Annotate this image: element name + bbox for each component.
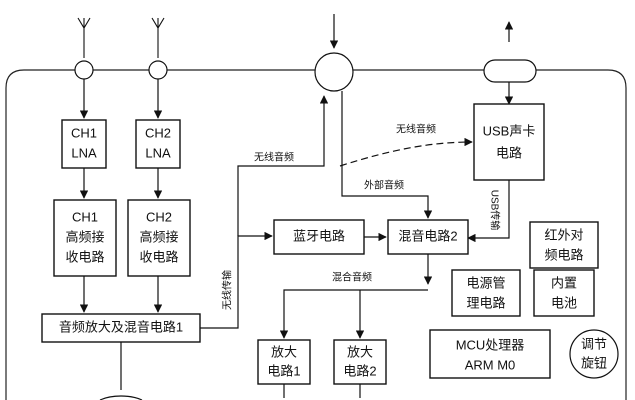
amp1-block: 放大 电路1: [257, 339, 311, 385]
knob-line1: 调节: [581, 336, 607, 351]
battery-block: 内置 电池: [533, 269, 595, 317]
ch2-lna-block: CH2 LNA: [135, 119, 181, 169]
amp2-line2: 电路2: [343, 363, 376, 378]
power-management-block: 电源管 理电路: [451, 269, 521, 317]
bluetooth-block: 蓝牙电路: [273, 219, 365, 255]
power-mgmt-line2: 理电路: [466, 295, 505, 310]
battery-line1: 内置: [551, 275, 577, 290]
battery-line2: 电池: [551, 295, 577, 310]
ch1-rx-line1: CH1: [72, 209, 98, 224]
knob-line2: 旋钮: [581, 355, 607, 370]
mixer2-block: 混音电路2: [387, 219, 469, 255]
antenna-ch2-icon: [148, 17, 168, 80]
ch2-lna-line2: LNA: [145, 145, 171, 160]
wireless-audio-label-1: 无线音频: [254, 151, 294, 164]
ch1-rf-receiver-block: CH1 高频接 收电路: [53, 199, 117, 277]
usb-transfer-label: USB传输: [488, 190, 501, 231]
ch1-lna-line2: LNA: [71, 145, 97, 160]
ch1-lna-line1: CH1: [71, 125, 97, 140]
adjust-knob-block: 调节 旋钮: [569, 329, 619, 379]
bluetooth-label: 蓝牙电路: [293, 228, 345, 243]
mcu-line1: MCU处理器: [456, 337, 525, 352]
mcu-line2: ARM M0: [465, 357, 516, 372]
amp2-line1: 放大: [347, 344, 373, 359]
ch2-rx-line1: CH2: [146, 209, 172, 224]
external-audio-label: 外部音频: [364, 179, 404, 192]
usb-sound-line2: 电路: [496, 145, 522, 160]
ch1-rx-line3: 收电路: [65, 249, 104, 264]
audio-amp-mixer1-block: 音频放大及混音电路1: [41, 313, 201, 343]
ir-pairing-block: 红外对 频电路: [529, 221, 599, 269]
ir-pairing-line1: 红外对: [544, 227, 583, 242]
ir-pairing-line2: 频电路: [544, 247, 583, 262]
amp2-block: 放大 电路2: [333, 339, 387, 385]
mixed-audio-label: 混合音频: [332, 271, 372, 284]
wireless-transfer-label: 无线传输: [221, 270, 234, 310]
usb-connector-icon: [483, 21, 537, 105]
usb-sound-line1: USB声卡: [483, 123, 536, 138]
audio-amp-mixer1-label: 音频放大及混音电路1: [59, 319, 183, 334]
antenna-ch1-icon: [74, 17, 94, 80]
ch2-rx-line2: 高频接: [139, 229, 178, 244]
output-jack-icon: [99, 395, 143, 400]
ch2-rx-line3: 收电路: [139, 249, 178, 264]
ch1-lna-block: CH1 LNA: [61, 119, 107, 169]
ch2-lna-line1: CH2: [145, 125, 171, 140]
mixer2-label: 混音电路2: [398, 228, 457, 243]
amp1-line2: 电路1: [267, 363, 300, 378]
ch1-rx-line2: 高频接: [65, 229, 104, 244]
ch2-rf-receiver-block: CH2 高频接 收电路: [127, 199, 191, 277]
amp1-line1: 放大: [271, 344, 297, 359]
wireless-audio-label-2: 无线音频: [396, 123, 436, 136]
mcu-block: MCU处理器 ARM M0: [429, 329, 551, 379]
power-mgmt-line1: 电源管: [466, 275, 505, 290]
usb-sound-card-block: USB声卡 电路: [473, 103, 545, 181]
audio-input-jack-icon: [314, 14, 354, 92]
